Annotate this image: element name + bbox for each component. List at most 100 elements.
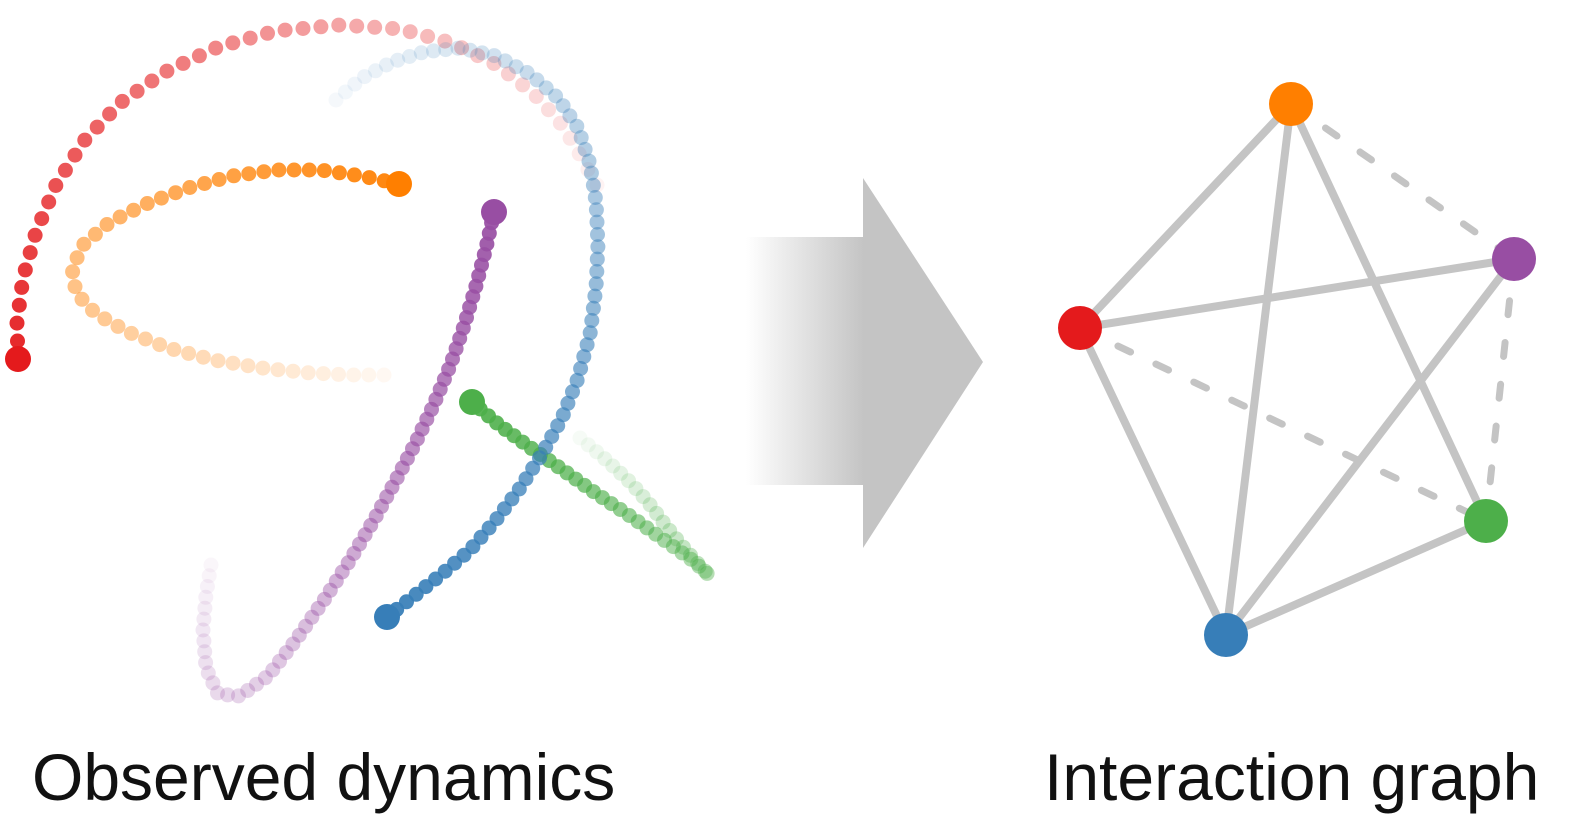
trajectory-green-point [642,497,658,513]
trajectory-blue-point [590,227,605,242]
trajectory-purple-point [205,675,221,691]
trajectory-orange-point [181,345,197,361]
trajectory-red-point [9,315,25,331]
trajectory-purple-point [340,555,356,571]
trajectory-red-point [571,146,587,162]
trajectory-orange-point [331,366,346,382]
trajectory-red-point [48,178,64,193]
trajectory-red-point [175,55,191,71]
interaction-graph-label: Interaction graph [1044,740,1539,814]
observed-dynamics-label: Observed dynamics [32,740,615,814]
arrow-shaft [746,237,864,485]
edge-orange-blue [1222,100,1295,639]
trajectory-orange-point [168,185,184,201]
trajectory-green-point [635,489,651,505]
trajectory-blue-point [474,45,490,61]
trajectory-orange-point [361,367,377,383]
trajectory-green-point [649,505,665,521]
trajectory-orange-point [152,337,168,353]
trajectory-orange-point [286,162,302,178]
trajectory-red-point [14,279,30,295]
edge-purple-blue [1222,255,1518,639]
trajectory-red-point [22,245,38,261]
trajectory-purple-point [304,609,320,625]
trajectory-orange-point [346,167,362,183]
trajectory-orange-point [85,302,100,318]
trajectory-blue-point [569,372,585,388]
trajectory-blue-point [368,63,383,79]
node-green [1464,499,1508,543]
trajectory-red-point [77,132,93,148]
arrow-icon [746,178,983,548]
trajectory-blue-point [497,53,513,69]
trajectory-red [5,17,605,372]
trajectory-red-point [331,17,347,33]
trajectory-blue-point [538,80,554,96]
trajectory-red-point [208,40,224,56]
trajectory-red-point [402,24,418,40]
node-orange [1269,82,1313,126]
trajectory-orange-point [153,190,169,206]
trajectory-blue-point [589,264,605,279]
trajectory-blue-point [357,69,373,85]
trajectory-purple-point [291,627,307,643]
trajectory-orange-point [270,362,286,378]
trajectory-orange-point [316,163,332,179]
edge-red-purple [1076,255,1518,332]
trajectory-purple-point [298,618,314,634]
trajectory-red-point [437,33,453,49]
trajectory-orange-point [376,367,392,383]
trajectory-blue-point [589,251,605,267]
trajectory-purple-point [257,670,273,686]
trajectory-red-point [114,93,130,109]
trajectory-purple-point [322,582,338,598]
edge-purple-green-dashed [1482,255,1518,525]
trajectory-purple-point [249,676,264,692]
trajectory-blue-point [585,300,601,316]
trajectory-orange [65,162,412,383]
trajectory-blue-current [374,604,400,630]
trajectory-green-point [580,437,596,453]
edge-orange-green [1287,100,1490,525]
trajectory-orange-point [241,166,257,182]
trajectory-green-point [572,430,588,446]
trajectory-blue-point [462,42,478,58]
trajectory-blue-point [562,108,578,124]
trajectory-blue-point [450,40,466,56]
trajectory-green-point [655,514,671,530]
trajectory-red-point [470,48,486,64]
trajectory-orange-point [123,325,139,341]
trajectory-red-point [27,227,43,243]
trajectory-purple-point [201,568,217,584]
trajectory-purple-point [346,546,362,561]
trajectory-orange-point [195,349,211,365]
trajectory-blue-point [426,43,441,59]
trajectory-orange-point [67,279,83,295]
trajectory-red-point [313,19,329,35]
trajectory-blue-point [555,98,571,114]
trajectory-red-point [129,83,145,99]
edge-red-orange [1076,100,1295,332]
trajectory-red-point [57,162,73,178]
trajectory-red-point [528,89,544,104]
trajectory-green-point [675,539,691,555]
trajectory-purple-point [231,688,246,704]
trajectory-orange-point [76,236,92,252]
trajectory-purple-point [200,665,216,681]
trajectory-blue-point [413,45,429,61]
trajectory-red-point [191,48,207,64]
trajectory-red-point [102,106,118,122]
trajectory-purple-point [240,683,256,698]
trajectory-orange-point [65,264,81,280]
trajectory-orange-point [74,291,90,307]
trajectory-purple-point [196,611,212,627]
trajectory-blue-point [529,72,545,88]
arrow-head [863,178,983,548]
trajectory-red-point [11,297,27,313]
trajectory-orange-point [301,162,317,178]
trajectory-blue-point [438,42,454,58]
trajectory-green-point [597,451,613,467]
trajectory-red-point [349,18,365,34]
trajectory-purple-point [316,591,332,607]
